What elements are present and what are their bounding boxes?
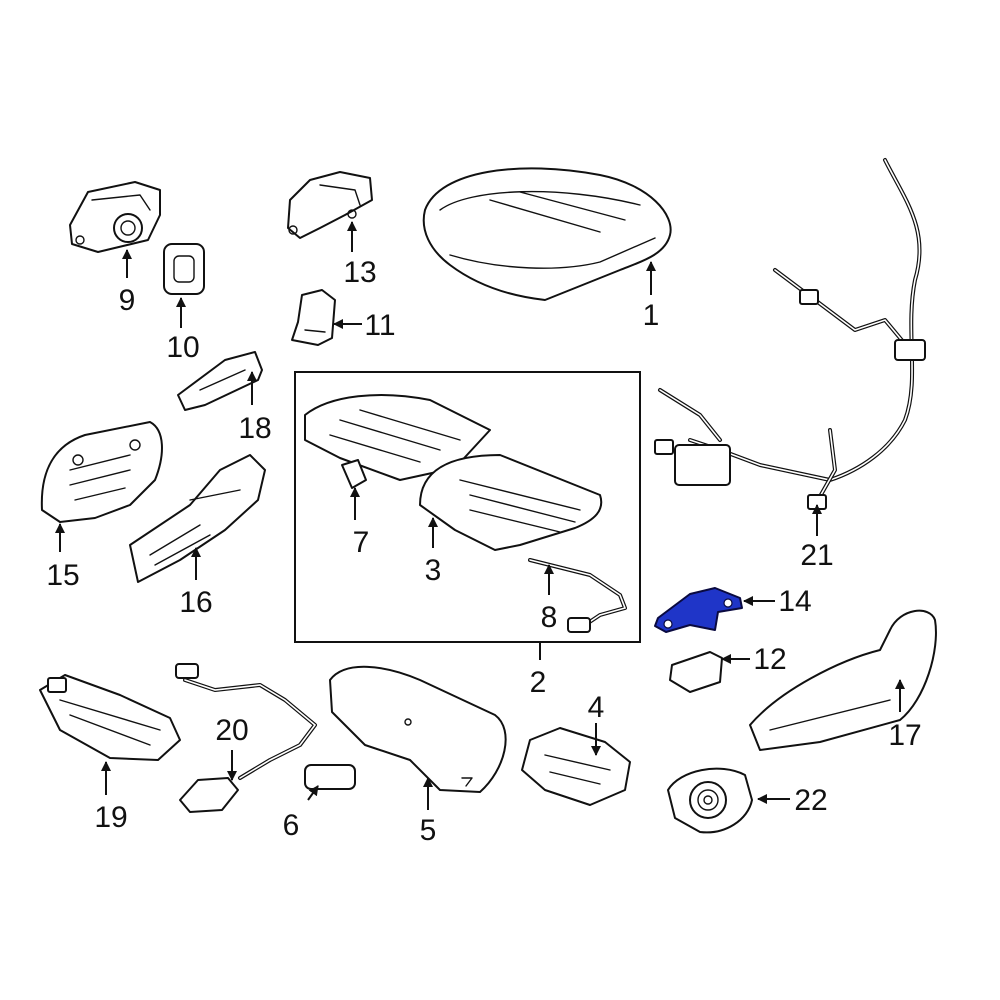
part-5-cover[interactable]	[329, 665, 507, 793]
part-18-trim[interactable]	[177, 351, 263, 411]
callout-11: 11	[364, 309, 395, 342]
part-6-switch-cap[interactable]	[304, 764, 356, 790]
callout-3: 3	[425, 554, 442, 587]
part-15-side-shield[interactable]	[40, 421, 163, 523]
part-12-clip[interactable]	[669, 651, 723, 693]
callout-22: 22	[794, 784, 827, 817]
assembly-2-box	[294, 371, 641, 643]
leader-lines	[55, 221, 905, 810]
callout-18: 18	[238, 412, 271, 445]
callout-9: 9	[119, 284, 136, 317]
callout-13: 13	[343, 256, 376, 289]
callout-2: 2	[530, 666, 547, 699]
callout-21: 21	[800, 539, 833, 572]
callout-7: 7	[353, 526, 370, 559]
part-22-motor[interactable]	[667, 767, 753, 834]
callout-15: 15	[46, 559, 79, 592]
part-9-switch[interactable]	[69, 181, 161, 253]
callout-19: 19	[94, 801, 127, 834]
part-13-bracket[interactable]	[287, 171, 373, 239]
callout-4: 4	[588, 691, 605, 724]
callout-12: 12	[753, 643, 786, 676]
callout-16: 16	[179, 586, 212, 619]
part-3-seat-pan[interactable]	[419, 454, 603, 551]
part-17-side-cover[interactable]	[749, 609, 937, 751]
part-1-seat-cushion[interactable]	[422, 167, 672, 301]
callout-labels: 1 2 3 4 5 6 7 8 9 10 11 12 13 14 15 16 1…	[46, 256, 921, 847]
callout-6: 6	[283, 809, 300, 842]
callout-5: 5	[420, 814, 437, 847]
part-16-inner-shield[interactable]	[129, 454, 266, 583]
callout-1: 1	[643, 299, 660, 332]
part-7-clip[interactable]	[341, 459, 367, 489]
part-2-seat-frame[interactable]	[304, 394, 491, 481]
part-10-knob[interactable]	[163, 243, 205, 295]
callout-20: 20	[215, 714, 248, 747]
part-8-harness[interactable]	[528, 558, 627, 633]
part-21-main-harness[interactable]	[654, 158, 926, 510]
part-19-track[interactable]	[39, 674, 181, 761]
callout-10: 10	[166, 331, 199, 364]
part-20-harness[interactable]	[175, 663, 317, 813]
part-11-clip[interactable]	[291, 289, 336, 346]
callout-17: 17	[888, 719, 921, 752]
callout-8: 8	[541, 601, 558, 634]
part-4-motor[interactable]	[521, 727, 631, 806]
part-14-bracket-highlighted[interactable]	[654, 587, 743, 633]
callout-14: 14	[778, 585, 811, 618]
